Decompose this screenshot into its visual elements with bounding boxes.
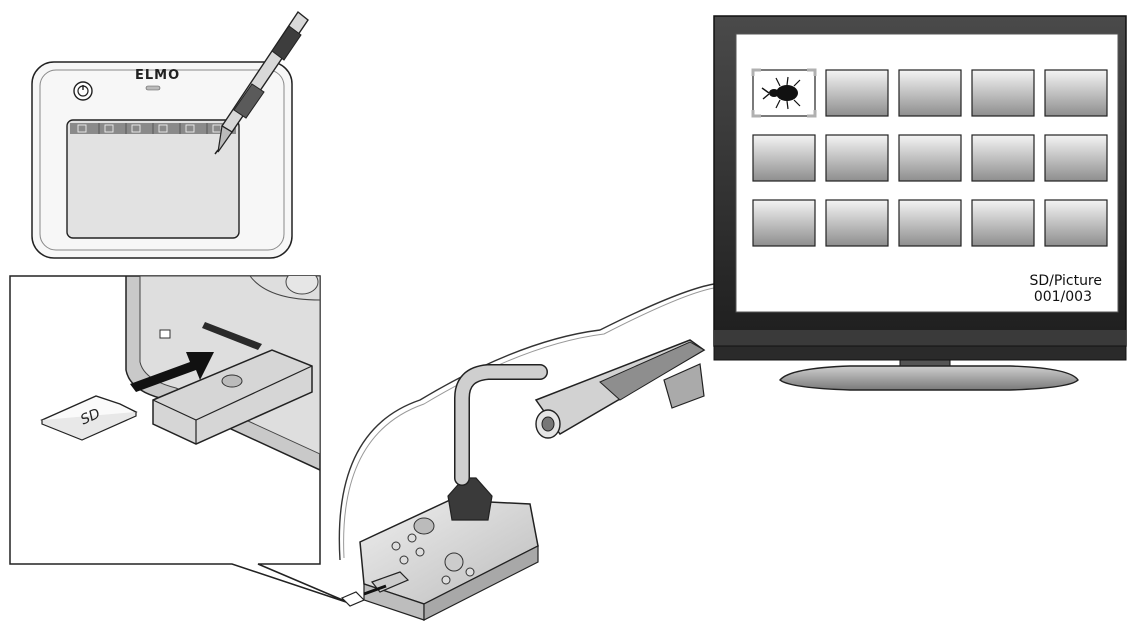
page-counter: 001/003 [1034, 289, 1092, 305]
thumbnail-slot[interactable] [972, 70, 1034, 116]
thumbnail-slot[interactable] [1045, 135, 1107, 181]
thumbnail-slot[interactable] [972, 135, 1034, 181]
wireless-tablet: ELMO [32, 12, 308, 258]
power-icon[interactable] [74, 82, 92, 100]
camera-lens [536, 410, 560, 438]
tablet-drawing-area[interactable] [67, 120, 239, 238]
thumbnail-slot[interactable] [899, 200, 961, 246]
thumbnail-slot[interactable] [1045, 70, 1107, 116]
thumbnail-slot[interactable] [899, 135, 961, 181]
sd-insertion-callout: SD [10, 270, 352, 604]
thumbnail-slot[interactable] [1045, 200, 1107, 246]
source-label: SD/Picture [1029, 273, 1102, 289]
thumbnail-slot[interactable] [753, 200, 815, 246]
sd-slot-icon [160, 330, 170, 338]
selected-thumbnail[interactable] [753, 70, 815, 116]
thumbnail-slot[interactable] [826, 135, 888, 181]
monitor-stand [780, 366, 1078, 390]
thumbnail-slot[interactable] [753, 135, 815, 181]
thumbnail-slot[interactable] [826, 200, 888, 246]
tablet-brand-logo: ELMO [135, 68, 180, 83]
thumbnail-slot[interactable] [899, 70, 961, 116]
thumbnail-slot[interactable] [972, 200, 1034, 246]
thumbnail-slot[interactable] [826, 70, 888, 116]
tablet-led [146, 86, 160, 90]
monitor: SD/Picture 001/003 [714, 16, 1126, 390]
document-camera [342, 340, 704, 620]
